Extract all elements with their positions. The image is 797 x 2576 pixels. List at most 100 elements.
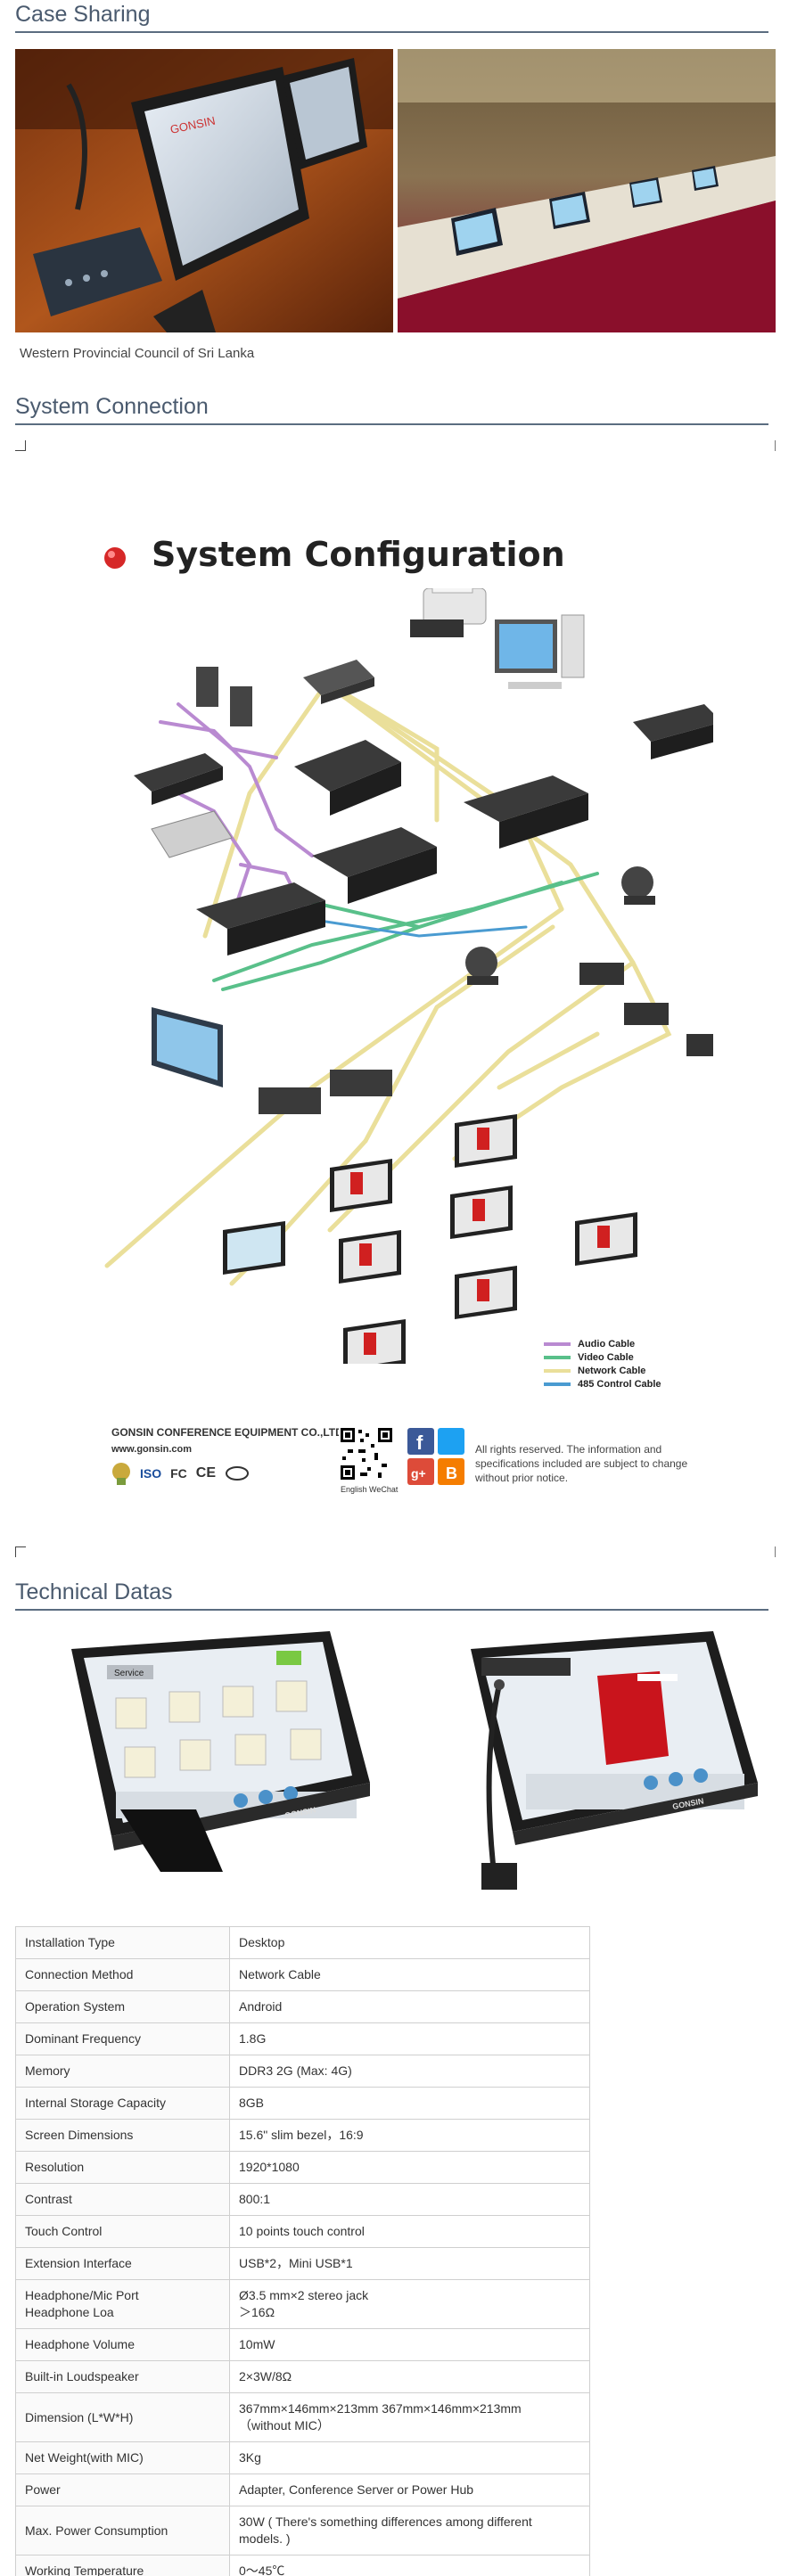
- converter-box: [624, 1003, 669, 1025]
- spec-key: Contrast: [15, 2183, 230, 2216]
- diagram-title: System Configuration: [152, 535, 565, 574]
- blogger-icon: [438, 1458, 464, 1485]
- spec-value: 2×3W/8Ω: [229, 2360, 590, 2393]
- rack-unit: [464, 775, 588, 849]
- system-configuration-diagram: System Configuration: [98, 526, 713, 1506]
- spec-key: Max. Power Consumption: [15, 2506, 230, 2555]
- spec-value: 0～45℃: [229, 2555, 590, 2576]
- spec-key: Net Weight(with MIC): [15, 2441, 230, 2474]
- menu-button: [107, 1665, 153, 1679]
- spec-key: Operation System: [15, 1990, 230, 2023]
- rack-unit: [134, 753, 223, 805]
- spec-key: Internal Storage Capacity: [15, 2087, 230, 2120]
- spec-key: Dominant Frequency: [15, 2022, 230, 2055]
- system-connection-title: System Connection: [15, 392, 768, 425]
- rack-unit: [312, 827, 437, 904]
- spec-key: Headphone Volume: [15, 2328, 230, 2361]
- spec-row: Dimension (L*W*H)367mm×146mm×213mm 367mm…: [15, 2392, 590, 2442]
- spec-key: Working Temperature: [15, 2555, 230, 2576]
- cert-logos: ISO FC CE: [111, 1462, 346, 1485]
- conference-terminal: [223, 1114, 637, 1364]
- twitter-icon: [438, 1428, 464, 1455]
- company-name: GONSIN CONFERENCE EQUIPMENT CO.,LTD.: [111, 1426, 347, 1439]
- spec-value: 800:1: [229, 2183, 590, 2216]
- svg-text:Service: Service: [114, 1669, 144, 1678]
- spec-value: 30W ( There's something differences amon…: [229, 2506, 590, 2555]
- spec-key: Resolution: [15, 2151, 230, 2184]
- ce-logo: CE: [195, 1465, 217, 1481]
- spec-key: Extension Interface: [15, 2247, 230, 2280]
- rack-unit: [196, 882, 325, 956]
- spec-key: Touch Control: [15, 2215, 230, 2248]
- technical-datas-title: Technical Datas: [15, 1578, 768, 1611]
- rights-notice: All rights reserved. The information and…: [475, 1443, 688, 1484]
- device-photo-no-mic: Service GONSIN: [62, 1631, 379, 1899]
- spec-value: 1.8G: [229, 2022, 590, 2055]
- spec-value: Desktop: [229, 1926, 590, 1959]
- case-caption: Western Provincial Council of Sri Lanka: [20, 346, 255, 361]
- interpreter-console-icon: [259, 1070, 392, 1114]
- gold-award-icon: [112, 1463, 130, 1485]
- social-icons: f g+ B: [407, 1428, 464, 1485]
- spec-value: 3Kg: [229, 2441, 590, 2474]
- rack-unit: [633, 704, 713, 759]
- iso-logo: ISO: [140, 1466, 162, 1481]
- spec-value: DDR3 2G (Max: 4G): [229, 2055, 590, 2088]
- spec-value: 10mW: [229, 2328, 590, 2361]
- legend-item: Audio Cable: [544, 1337, 661, 1350]
- spec-value: Ø3.5 mm×2 stereo jack ＞16Ω: [229, 2279, 590, 2329]
- google-plus-icon: [407, 1458, 434, 1485]
- spec-key: Power: [15, 2473, 230, 2506]
- spec-key: Built-in Loudspeaker: [15, 2360, 230, 2393]
- legend-item: Network Cable: [544, 1364, 661, 1377]
- hd-camera-icon: [465, 947, 498, 985]
- rack-unit: [294, 740, 401, 816]
- display-device-icon: [152, 1007, 223, 1087]
- converter-box: [579, 963, 624, 985]
- converter-box: [686, 1034, 713, 1056]
- spec-row: Net Weight(with MIC)3Kg: [15, 2441, 590, 2474]
- spec-key: Headphone/Mic Port Headphone Loa: [15, 2279, 230, 2329]
- wechat-label: English WeChat: [341, 1485, 398, 1494]
- facebook-icon: [407, 1428, 434, 1455]
- frame-corner-top-left: [15, 440, 26, 451]
- hd-camera-icon: [621, 866, 655, 905]
- case-sharing-title: Case Sharing: [15, 0, 768, 33]
- frame-tick-top-right: [775, 440, 776, 451]
- cable-legend: Audio Cable Video Cable Network Cable 48…: [544, 1337, 661, 1391]
- frame-corner-bottom-left: [15, 1546, 26, 1557]
- company-website: www.gonsin.com: [111, 1444, 193, 1455]
- svg-text:f: f: [416, 1432, 423, 1454]
- pc-icon: [495, 614, 585, 689]
- device-photo-with-mic: GONSIN: [464, 1631, 767, 1899]
- spec-value: Network Cable: [229, 1958, 590, 1991]
- switcher-icon: [303, 660, 374, 704]
- spec-value: Android: [229, 1990, 590, 2023]
- printer-icon: [410, 588, 487, 637]
- spec-value: 10 points touch control: [229, 2215, 590, 2248]
- frame-tick-bottom-right: [775, 1546, 776, 1557]
- spec-value: Adapter, Conference Server or Power Hub: [229, 2473, 590, 2506]
- spec-key: Installation Type: [15, 1926, 230, 1959]
- company-info: GONSIN CONFERENCE EQUIPMENT CO.,LTD. www…: [111, 1426, 346, 1485]
- svg-text:B: B: [446, 1464, 457, 1482]
- legend-item: 485 Control Cable: [544, 1377, 661, 1391]
- sound-console-icon: [151, 810, 233, 858]
- legend-item: Video Cable: [544, 1350, 661, 1364]
